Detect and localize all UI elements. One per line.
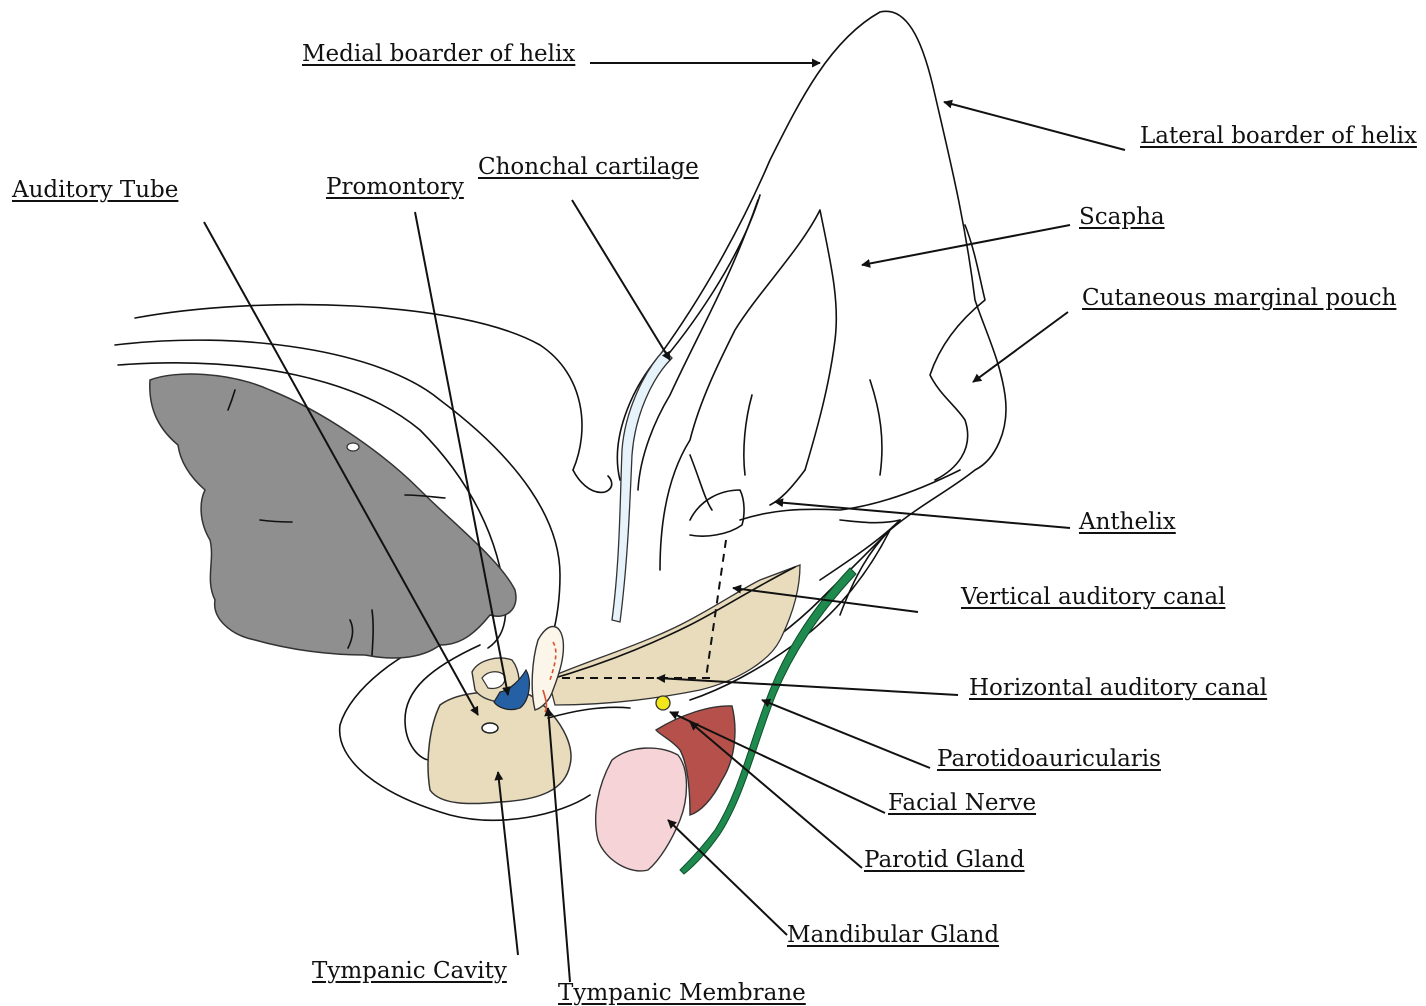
label-scapha: Scapha [1079, 204, 1165, 230]
arrow-parotidoauricularis [762, 700, 930, 768]
label-tympanic-membrane: Tympanic Membrane [558, 980, 806, 1006]
arrow-mandibular-gland [668, 820, 787, 935]
arrow-parotid-gland [690, 722, 862, 868]
label-facial-nerve: Facial Nerve [888, 790, 1036, 816]
label-mandibular-gland: Mandibular Gland [787, 922, 999, 948]
label-cutaneous-marginal-pouch: Cutaneous marginal pouch [1082, 285, 1396, 311]
arrow-chonchal-cartilage [572, 200, 670, 360]
facial-nerve [656, 696, 670, 710]
auditory-tube-opening [482, 723, 498, 733]
label-chonchal-cartilage: Chonchal cartilage [478, 154, 699, 180]
arrow-scapha [862, 225, 1070, 265]
label-tympanic-cavity: Tympanic Cavity [312, 958, 507, 984]
arrow-lateral-border-helix [944, 102, 1125, 150]
label-vertical-auditory-canal: Vertical auditory canal [961, 584, 1225, 610]
label-parotid-gland: Parotid Gland [864, 847, 1025, 873]
pinna-outline [617, 11, 1006, 700]
label-parotidoauricularis: Parotidoauricularis [937, 746, 1161, 772]
label-medial-border-helix: Medial boarder of helix [302, 41, 575, 67]
mandibular-gland [596, 748, 687, 871]
ossicle-cluster [472, 627, 563, 713]
arrow-cutaneous-marginal-pouch [973, 312, 1068, 382]
conchal-cartilage [612, 350, 672, 622]
label-lateral-border-helix: Lateral boarder of helix [1140, 123, 1417, 149]
label-promontory: Promontory [326, 174, 464, 200]
label-anthelix: Anthelix [1079, 509, 1176, 535]
label-horizontal-auditory-canal: Horizontal auditory canal [969, 675, 1267, 701]
label-auditory-tube: Auditory Tube [12, 177, 178, 203]
